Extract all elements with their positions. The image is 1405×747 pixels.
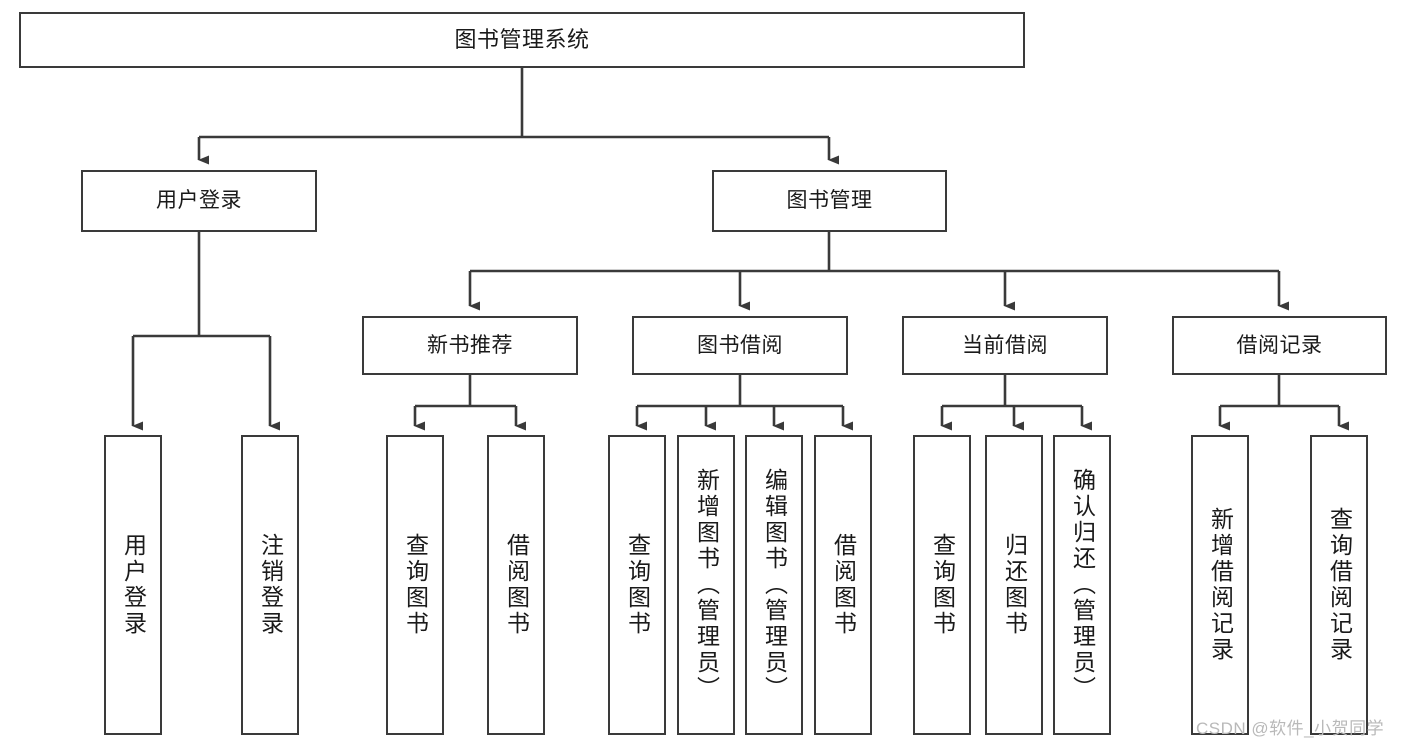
node-leaf-current-return-book[interactable]: 归还图书 bbox=[985, 435, 1043, 735]
node-leaf-current-confirm-return[interactable]: 确认归还（管理员） bbox=[1053, 435, 1111, 735]
node-book-manage-label: 图书管理 bbox=[786, 189, 873, 213]
node-leaf-logout-label: 注销登录 bbox=[257, 533, 284, 637]
node-current-borrow-label: 当前借阅 bbox=[962, 333, 1048, 357]
node-leaf-current-return-book-label: 归还图书 bbox=[1001, 533, 1028, 637]
node-new-book-recommend[interactable]: 新书推荐 bbox=[362, 316, 578, 375]
csdn-watermark: CSDN @软件_小贺同学 bbox=[1196, 719, 1385, 738]
node-root-system-label: 图书管理系统 bbox=[454, 27, 590, 53]
node-leaf-logout[interactable]: 注销登录 bbox=[241, 435, 299, 735]
node-leaf-borrow-lend-book[interactable]: 借阅图书 bbox=[814, 435, 872, 735]
node-leaf-borrow-add-book-label: 新增图书（管理员） bbox=[693, 468, 720, 702]
node-root-system[interactable]: 图书管理系统 bbox=[19, 12, 1025, 68]
node-user-login[interactable]: 用户登录 bbox=[81, 170, 317, 232]
node-leaf-record-search[interactable]: 查询借阅记录 bbox=[1310, 435, 1368, 735]
node-leaf-record-search-label: 查询借阅记录 bbox=[1326, 507, 1353, 663]
node-leaf-borrow-lend-book-label: 借阅图书 bbox=[830, 533, 857, 637]
node-current-borrow[interactable]: 当前借阅 bbox=[902, 316, 1108, 375]
node-borrow-record-label: 借阅记录 bbox=[1236, 333, 1323, 357]
node-leaf-user-login[interactable]: 用户登录 bbox=[104, 435, 162, 735]
node-leaf-borrow-edit-book-label: 编辑图书（管理员） bbox=[761, 468, 788, 702]
node-leaf-recommend-borrow-book-label: 借阅图书 bbox=[503, 533, 530, 637]
node-new-book-recommend-label: 新书推荐 bbox=[427, 333, 513, 357]
node-leaf-borrow-add-book[interactable]: 新增图书（管理员） bbox=[677, 435, 735, 735]
node-leaf-recommend-borrow-book[interactable]: 借阅图书 bbox=[487, 435, 545, 735]
node-book-borrow[interactable]: 图书借阅 bbox=[632, 316, 848, 375]
node-leaf-current-query-book[interactable]: 查询图书 bbox=[913, 435, 971, 735]
node-leaf-recommend-query-book-label: 查询图书 bbox=[402, 533, 429, 637]
node-leaf-user-login-label: 用户登录 bbox=[120, 533, 147, 637]
node-leaf-recommend-query-book[interactable]: 查询图书 bbox=[386, 435, 444, 735]
node-leaf-borrow-query-book-label: 查询图书 bbox=[624, 533, 651, 637]
node-book-borrow-label: 图书借阅 bbox=[697, 333, 783, 357]
node-book-manage[interactable]: 图书管理 bbox=[712, 170, 947, 232]
node-leaf-borrow-query-book[interactable]: 查询图书 bbox=[608, 435, 666, 735]
node-leaf-record-add[interactable]: 新增借阅记录 bbox=[1191, 435, 1249, 735]
node-borrow-record[interactable]: 借阅记录 bbox=[1172, 316, 1387, 375]
node-user-login-label: 用户登录 bbox=[156, 189, 242, 213]
node-leaf-current-confirm-return-label: 确认归还（管理员） bbox=[1069, 468, 1096, 702]
node-leaf-current-query-book-label: 查询图书 bbox=[929, 533, 956, 637]
node-leaf-borrow-edit-book[interactable]: 编辑图书（管理员） bbox=[745, 435, 803, 735]
node-leaf-record-add-label: 新增借阅记录 bbox=[1207, 507, 1234, 663]
